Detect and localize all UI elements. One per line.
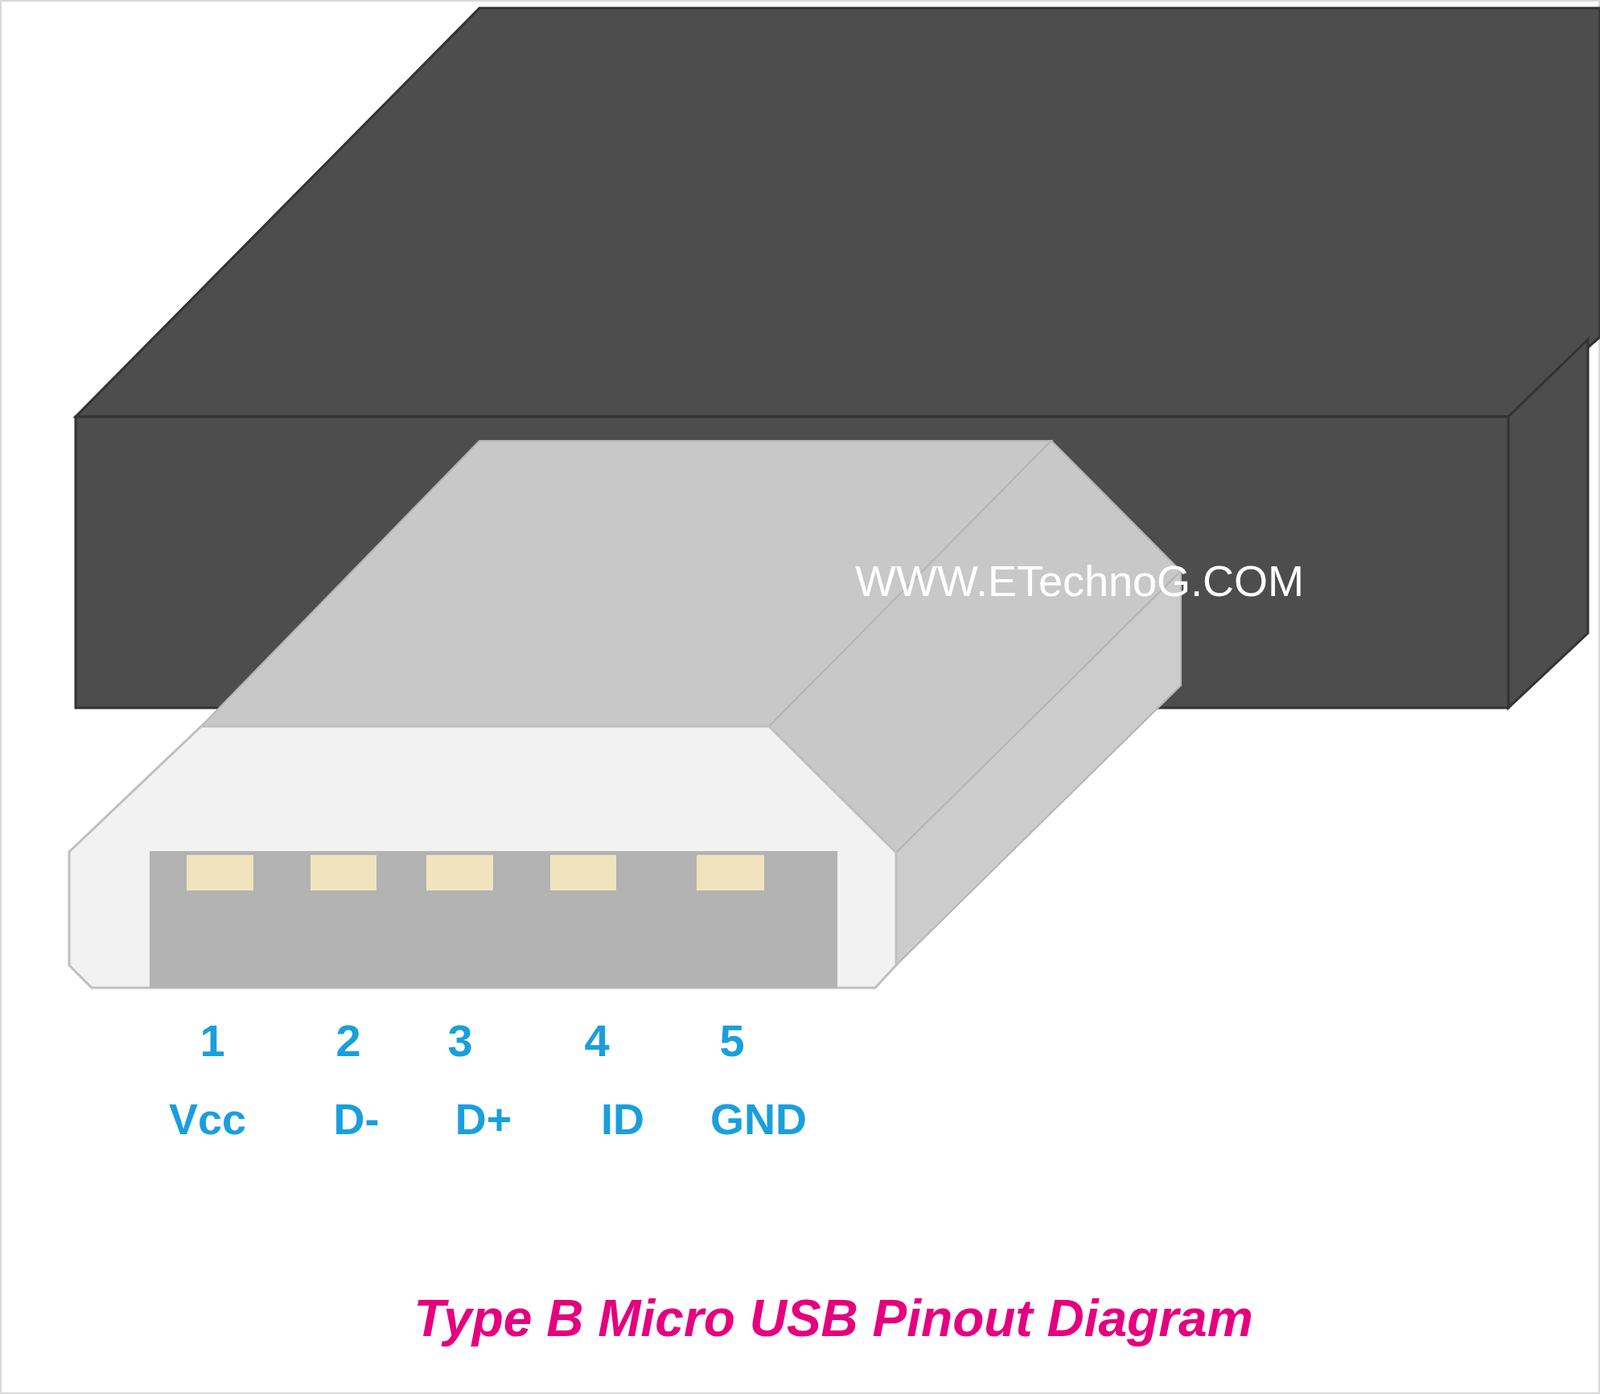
pin-number: 3 <box>447 1015 473 1066</box>
signal-name: GND <box>710 1095 807 1144</box>
plug-front <box>69 726 897 988</box>
pin-contacts <box>186 855 765 891</box>
pin-number: 4 <box>584 1015 609 1066</box>
diagram-title: Type B Micro USB Pinout Diagram <box>413 1290 1253 1347</box>
pin-contact <box>696 855 765 891</box>
pin-contact <box>550 855 617 891</box>
body-side <box>1508 339 1588 708</box>
signal-name: Vcc <box>168 1095 247 1144</box>
plug-side <box>896 571 1181 966</box>
pin-number: 1 <box>199 1015 225 1066</box>
pin-number: 5 <box>719 1015 745 1066</box>
signal-name: D- <box>333 1095 380 1144</box>
watermark: WWW.ETechnoG.COM <box>855 557 1304 605</box>
plug-cavity <box>149 851 838 988</box>
pin-number: 2 <box>335 1015 361 1066</box>
pin-contact <box>310 855 377 891</box>
body-top <box>75 8 1600 417</box>
pin-contact <box>426 855 494 891</box>
signal-name: D+ <box>455 1095 513 1144</box>
signal-name: ID <box>600 1095 645 1144</box>
pin-contact <box>186 855 254 891</box>
